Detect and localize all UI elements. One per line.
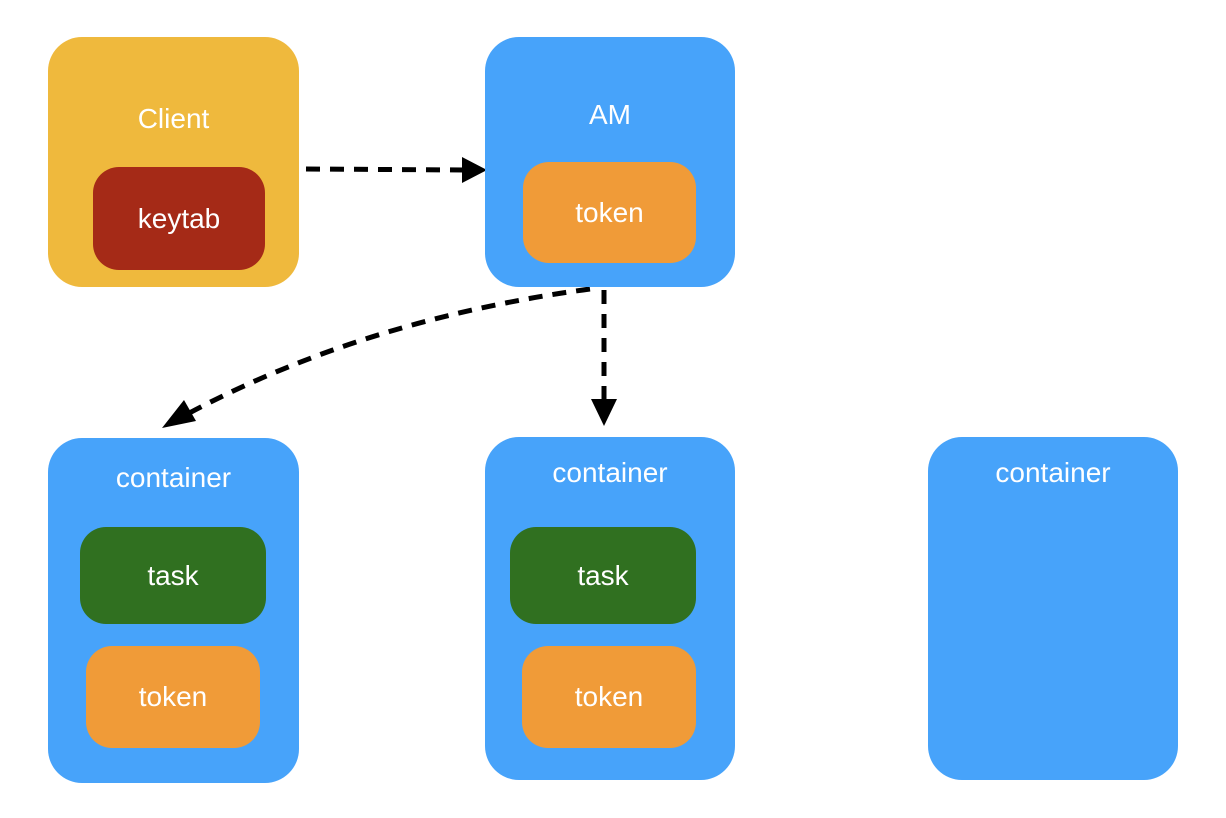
container-1-token-box: token: [86, 646, 260, 748]
container-node-2: container task token: [485, 437, 735, 780]
client-label: Client: [137, 103, 210, 134]
am-label: AM: [589, 99, 631, 130]
client-node: Client keytab: [48, 37, 299, 287]
container-2-label: container: [552, 457, 668, 488]
container-node-3: container: [928, 437, 1178, 780]
arrowhead-container-1: [162, 400, 196, 428]
edge-client-to-am: [305, 166, 467, 173]
container-2-token-box: token: [522, 646, 696, 748]
arrowhead-am: [462, 157, 487, 183]
keytab-box: keytab: [93, 167, 265, 270]
container-1-task-box: task: [80, 527, 266, 624]
container-2-task-box: task: [510, 527, 696, 624]
container-node-1: container task token: [48, 438, 299, 783]
am-node: AM token: [485, 37, 735, 287]
arrowhead-container-2: [591, 399, 617, 426]
am-token-box: token: [523, 162, 696, 263]
container-3-label: container: [995, 457, 1111, 488]
edge-am-to-container-1: [178, 286, 591, 421]
container-1-label: container: [115, 462, 232, 493]
